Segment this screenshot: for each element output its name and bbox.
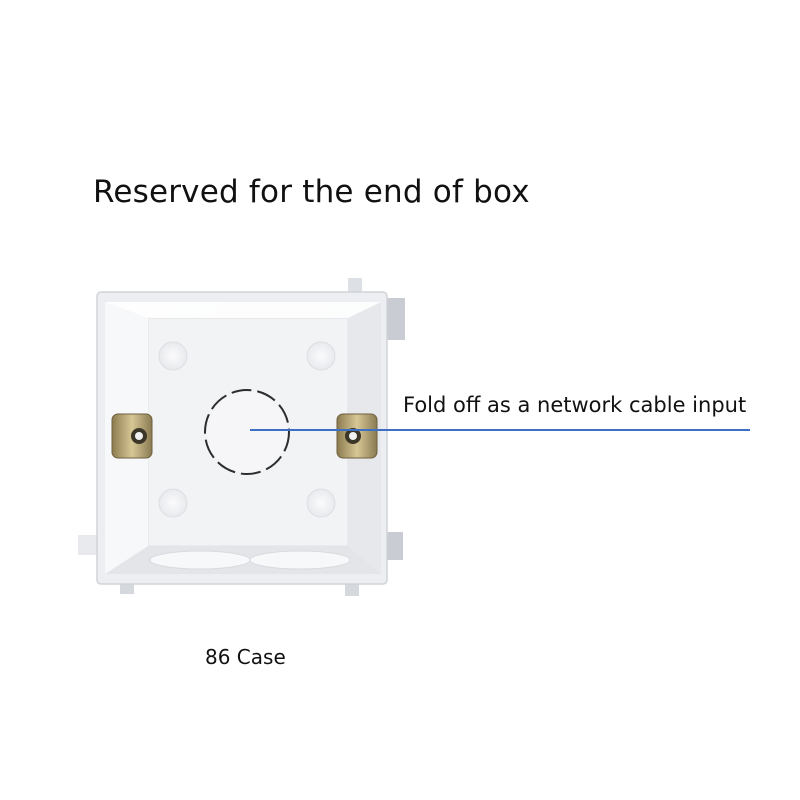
mounting-ear-right [336, 413, 378, 459]
mounting-ear-left [111, 413, 153, 459]
screw-bosses [158, 341, 336, 518]
product-caption: 86 Case [205, 645, 286, 669]
network-cable-knockout [204, 389, 290, 475]
headline-text: Reserved for the end of box [93, 174, 530, 210]
callout-label: Fold off as a network cable input [403, 393, 747, 417]
